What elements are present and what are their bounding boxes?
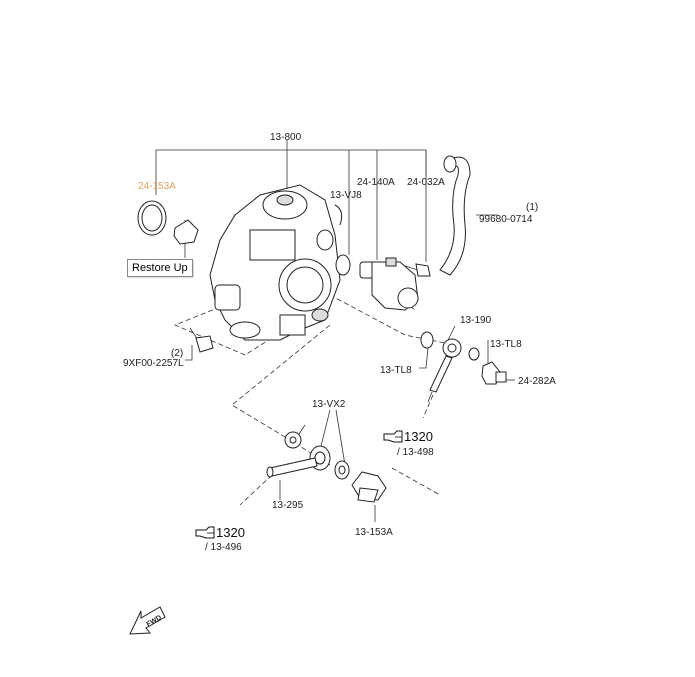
label-99680-0714: 99680-0714 [479, 214, 533, 225]
pipe-13-190 [427, 338, 462, 403]
label-13-153A: 13-153A [355, 527, 393, 538]
label-13-295: 13-295 [272, 500, 304, 511]
washer-13-VX2-right [334, 460, 350, 480]
fwd-arrow-icon: FWD [129, 606, 166, 635]
reference-link-13-498[interactable]: 1320 / 13-498 [383, 429, 434, 458]
label-hose-qty: (1) [526, 202, 538, 213]
label-bolt-qty: (2) [171, 348, 183, 359]
label-9XF00-2257L: 9XF00-2257L [123, 358, 184, 369]
seal-13-VJ8 [335, 254, 351, 276]
plug-24-282A [481, 361, 507, 385]
label-24-282A: 24-282A [518, 376, 556, 387]
label-13-VX2: 13-VX2 [312, 399, 346, 410]
label-24-153A: 24-153A [138, 181, 176, 192]
label-24-140A: 24-140A [357, 177, 395, 188]
hose-99680-0714 [439, 155, 471, 276]
pointing-hand-icon [383, 430, 403, 443]
label-24-032A: 24-032A [407, 177, 445, 188]
restore-up-button[interactable]: Restore Up [127, 259, 193, 277]
washer-13-TL8-right [468, 347, 480, 361]
label-13-TL8-left: 13-TL8 [380, 365, 412, 376]
label-13-190: 13-190 [460, 315, 492, 326]
dashed-guides [173, 279, 456, 506]
label-13-800: 13-800 [270, 132, 302, 143]
label-13-VJ8: 13-VJ8 [330, 190, 362, 201]
ref-number: 1320 [404, 429, 433, 444]
label-13-TL8-right: 13-TL8 [490, 339, 522, 350]
washer-13-VX2-left [284, 431, 302, 449]
leader-lines [155, 140, 515, 522]
reference-link-13-496[interactable]: 1320 / 13-496 [195, 525, 245, 553]
bolt-13-153A [351, 471, 387, 503]
ref-subtitle: / 13-496 [205, 542, 242, 553]
fitting [173, 219, 199, 245]
bolt-13-295 [266, 457, 318, 478]
fuel-pump-illustration [209, 184, 343, 341]
pointing-hand-icon [195, 526, 215, 539]
washer-13-TL8-left [420, 331, 434, 349]
bolt-9XF00-2257L [189, 327, 214, 353]
part-labels: 13-800 24-153A 13-VJ8 24-140A 24-032A (1… [123, 132, 556, 538]
valve-24-140A [359, 257, 419, 311]
bolt-24-032A [404, 263, 431, 277]
o-ring-24-153A [137, 200, 167, 236]
ref-number: 1320 [216, 525, 245, 540]
ref-subtitle: / 13-498 [397, 447, 434, 458]
